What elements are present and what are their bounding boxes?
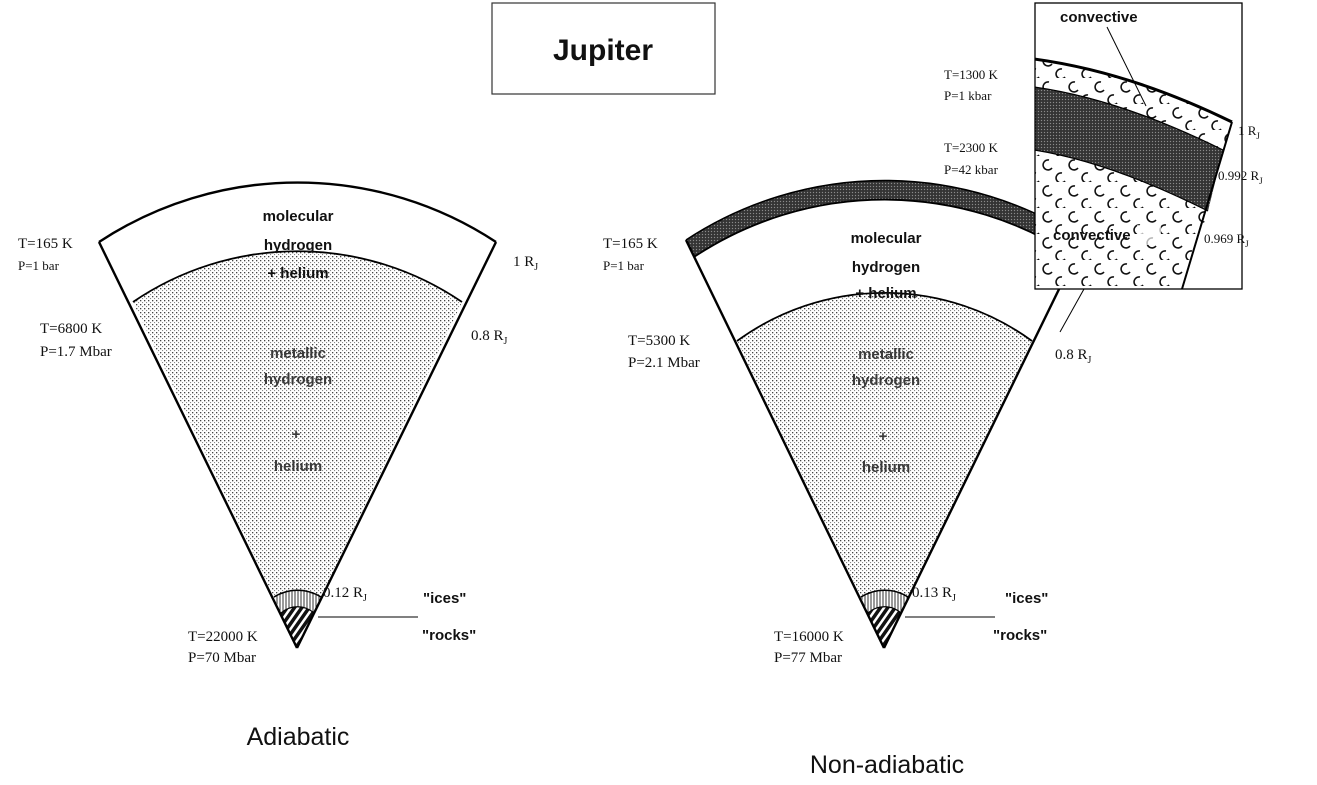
adiabatic-inner-region-line4: helium — [274, 458, 322, 475]
adiabatic-ices-label: "ices" — [423, 590, 466, 607]
diagram-title: Jupiter — [553, 34, 653, 67]
inset-lower-temperature: T=2300 K — [944, 140, 999, 155]
molecular-layer — [99, 182, 496, 302]
nonadiabatic-wedge — [684, 179, 1085, 649]
nonadiabatic-caption: Non-adiabatic — [810, 751, 964, 779]
adiabatic-outer-region-line3: + helium — [267, 265, 328, 282]
ices-layer — [861, 590, 908, 613]
nonadiabatic-core-radius: 0.13 RJ — [912, 585, 956, 604]
adiabatic-surface-temperature: T=165 K — [18, 236, 73, 252]
adiabatic-surface-pressure: P=1 bar — [18, 258, 60, 273]
upper-dark-layer — [686, 180, 1083, 257]
adiabatic-boundary-radius: 0.8 RJ — [471, 328, 508, 347]
nonadiabatic-boundary-temperature: T=5300 K — [628, 333, 690, 349]
molecular-layer — [694, 199, 1075, 341]
inset-convective-upper — [1035, 59, 1232, 150]
nonadiabatic-inner-region-line3: + — [879, 428, 888, 445]
adiabatic-inner-region-line3: + — [292, 426, 301, 443]
adiabatic-core-pressure: P=70 Mbar — [188, 650, 256, 666]
adiabatic-core-radius: 0.12 RJ — [323, 585, 367, 604]
inset-lower-pressure: P=42 kbar — [944, 162, 999, 177]
adiabatic-boundary-temperature: T=6800 K — [40, 321, 102, 337]
inset-radius-1: 1 RJ — [1238, 123, 1260, 141]
inset-radius-2: 0.992 RJ — [1218, 168, 1263, 186]
nonadiabatic-rocks-label: "rocks" — [993, 627, 1047, 644]
adiabatic-inner-region-line2: hydrogen — [264, 371, 332, 388]
adiabatic-caption: Adiabatic — [247, 723, 350, 751]
metallic-layer — [133, 251, 462, 598]
nonadiabatic-inner-region-line2: hydrogen — [852, 372, 920, 389]
nonadiabatic-boundary-radius: 0.8 RJ — [1055, 347, 1092, 366]
nonadiabatic-surface-pressure: P=1 bar — [603, 258, 645, 273]
adiabatic-surface-radius: 1 RJ — [513, 254, 538, 273]
inset-convective-bottom-label: convective — [1053, 227, 1131, 244]
adiabatic-inner-region-line1: metallic — [270, 345, 326, 362]
nonadiabatic-surface-temperature: T=165 K — [603, 236, 658, 252]
rocks-core — [281, 606, 314, 648]
inset-dark-layer — [1035, 87, 1223, 211]
inset-panel — [1034, 2, 1243, 333]
nonadiabatic-outer-region-line1: molecular — [851, 230, 922, 247]
adiabatic-core-temperature: T=22000 K — [188, 629, 258, 645]
nonadiabatic-core-pressure: P=77 Mbar — [774, 650, 842, 666]
adiabatic-outer-region-line2: hydrogen — [264, 237, 332, 254]
ices-layer — [274, 590, 321, 613]
adiabatic-boundary-pressure: P=1.7 Mbar — [40, 344, 112, 360]
inset-upper-pressure: P=1 kbar — [944, 88, 992, 103]
nonadiabatic-inner-region-line4: helium — [862, 459, 910, 476]
inset-radius-3: 0.969 RJ — [1204, 231, 1249, 249]
nonadiabatic-outer-region-line2: hydrogen — [852, 259, 920, 276]
title-box — [491, 2, 716, 95]
nonadiabatic-inner-region-line1: metallic — [858, 346, 914, 363]
inset-convective-top-label: convective — [1060, 9, 1138, 26]
nonadiabatic-outer-region-line3: + helium — [855, 285, 916, 302]
inset-upper-temperature: T=1300 K — [944, 67, 999, 82]
nonadiabatic-boundary-pressure: P=2.1 Mbar — [628, 355, 700, 371]
nonadiabatic-ices-label: "ices" — [1005, 590, 1048, 607]
adiabatic-wedge — [97, 181, 498, 649]
inset-convective-lower — [1035, 150, 1208, 289]
nonadiabatic-core-temperature: T=16000 K — [774, 629, 844, 645]
rocks-core — [868, 606, 901, 648]
adiabatic-rocks-label: "rocks" — [422, 627, 476, 644]
adiabatic-outer-region-line1: molecular — [263, 208, 334, 225]
metallic-layer — [737, 292, 1032, 597]
